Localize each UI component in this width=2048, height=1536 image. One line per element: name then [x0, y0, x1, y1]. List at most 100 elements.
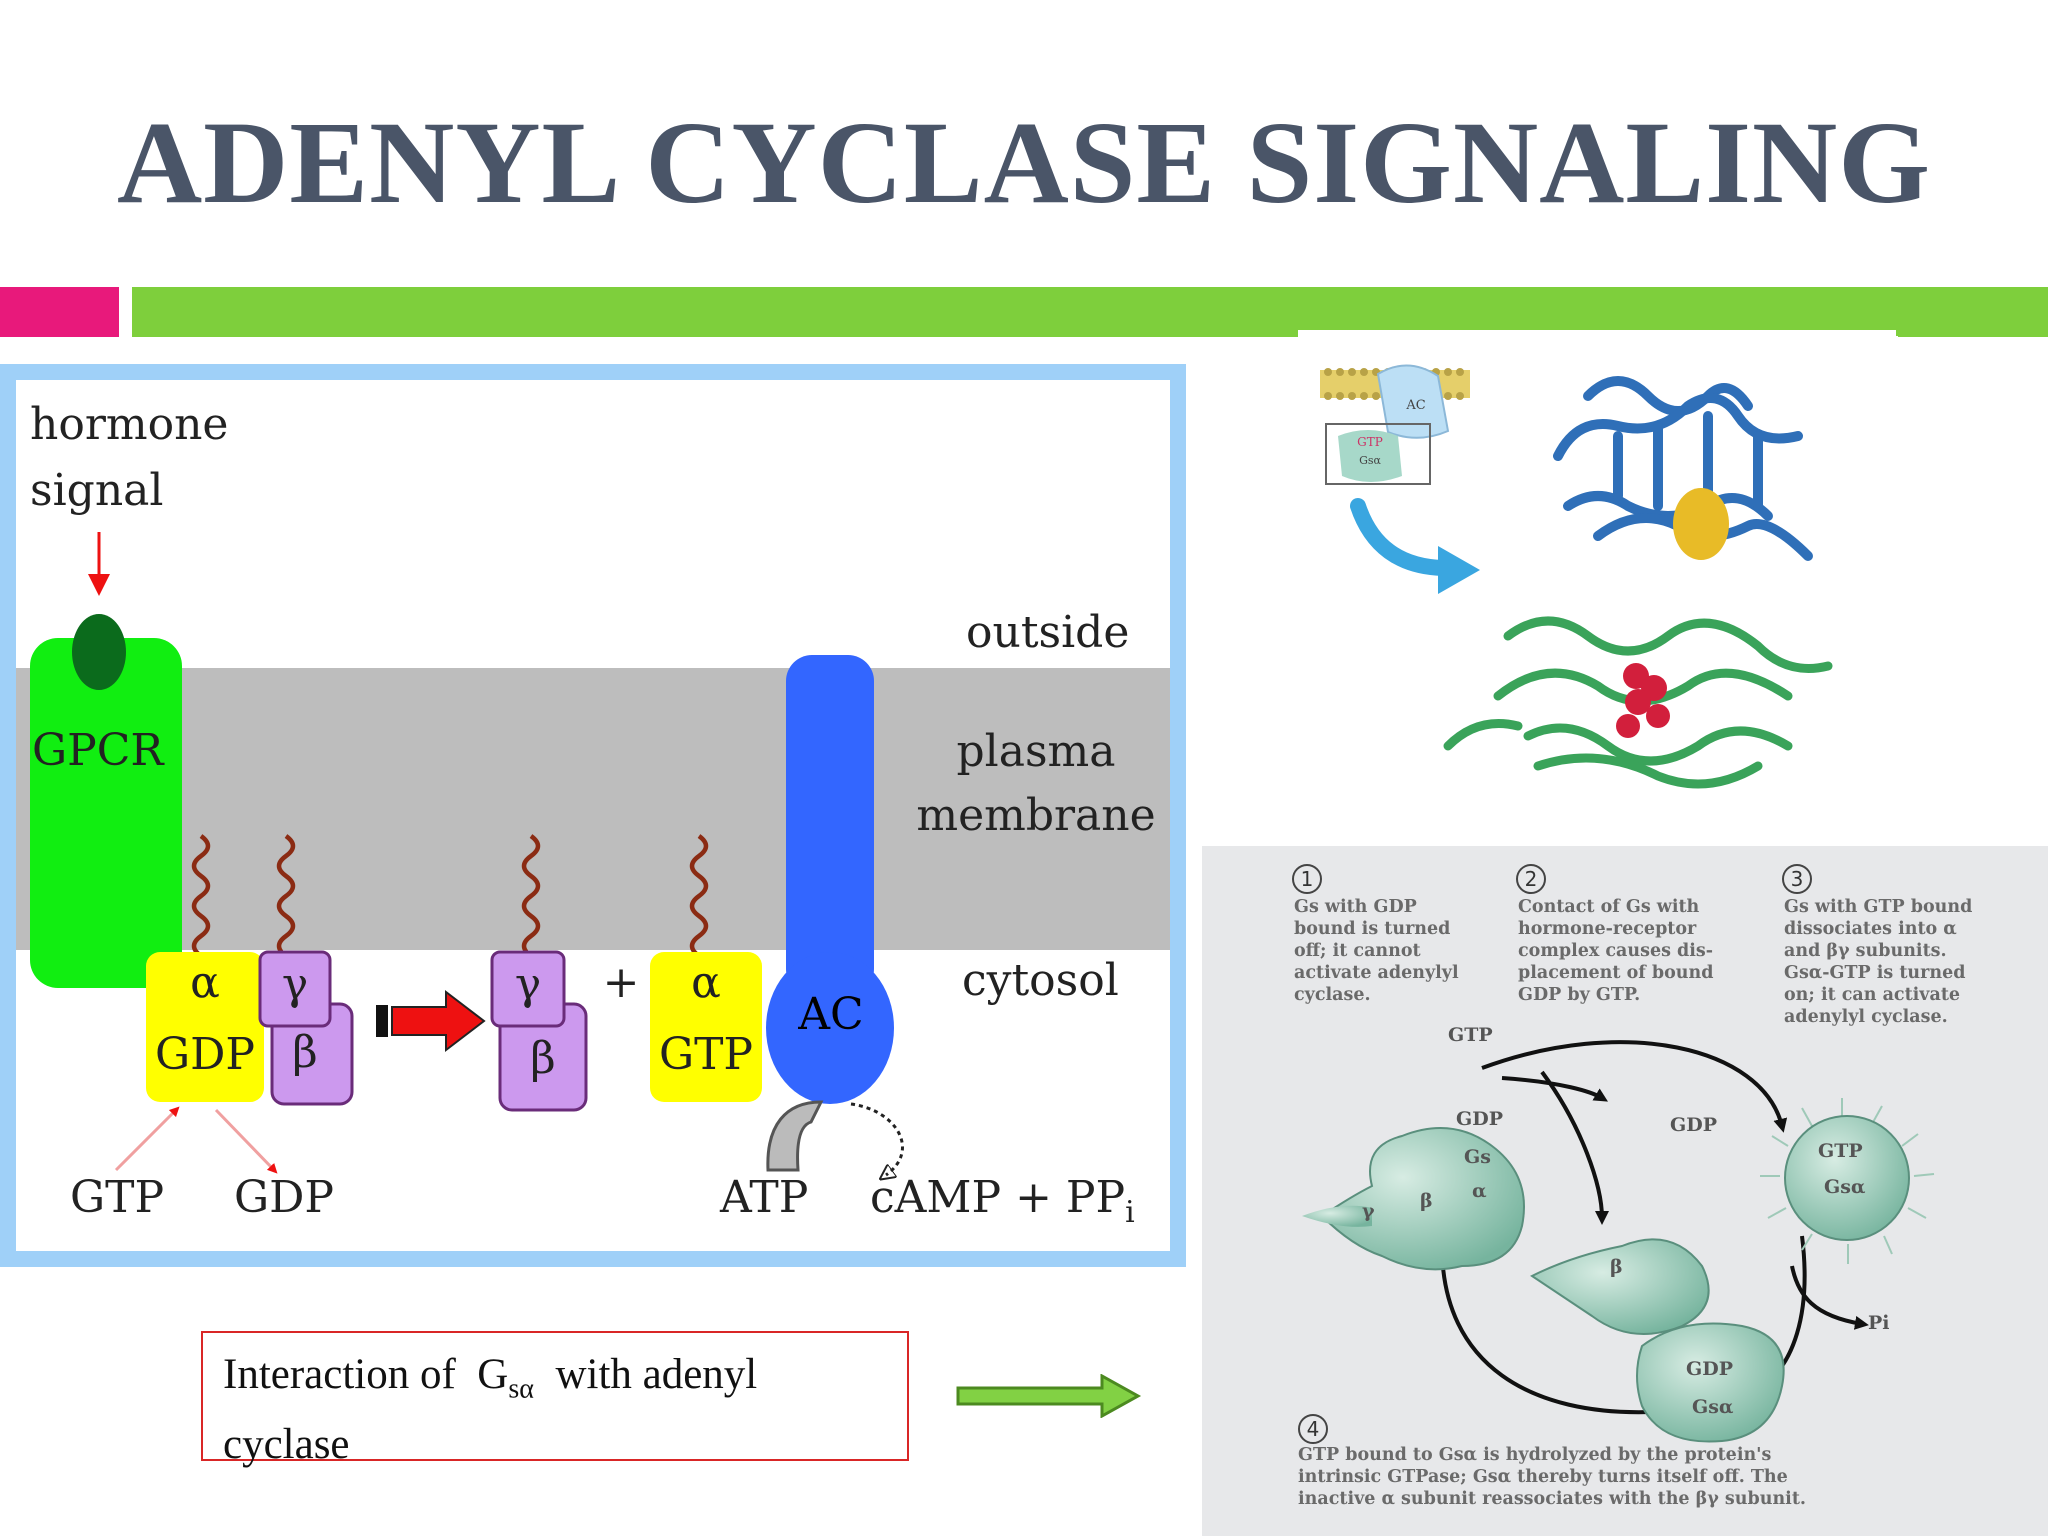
cycle-gdp-out-label: GDP [1670, 1114, 1717, 1136]
step3-line: dissociates into α [1784, 919, 1957, 939]
signaling-diagram-frame: hormone signal outside plasma membrane c… [0, 364, 1186, 1267]
hormone-label-line2: signal [30, 465, 164, 516]
g-protein-cycle-graphics [1302, 1040, 1935, 1443]
g-alpha-gdp-shape [146, 952, 264, 1102]
step3-line: adenylyl cyclase. [1784, 1007, 1948, 1027]
green-right-arrow-icon [956, 1374, 1142, 1418]
hormone-shape [72, 614, 126, 690]
camp-label: cAMP + PPi [870, 1172, 1135, 1230]
outside-label: outside [966, 607, 1130, 658]
cytosol-label: cytosol [962, 955, 1119, 1006]
plasma-membrane-band [16, 668, 1170, 950]
gtp-bottom-label: GTP [70, 1172, 165, 1223]
step4-number: 4 [1298, 1414, 1328, 1444]
adenylyl-cyclase-head [766, 952, 894, 1104]
gdp-bottom-label: GDP [234, 1172, 335, 1223]
step2-line: placement of bound [1518, 963, 1714, 983]
cycle-beta-left-label: β [1420, 1190, 1433, 1212]
gpcr-label: GPCR [32, 725, 164, 776]
cycle-gsa-right-label: Gsα [1824, 1176, 1866, 1198]
step3-number: 3 [1782, 864, 1812, 894]
step1-line: bound is turned [1294, 919, 1451, 939]
gtp-atoms [1616, 663, 1670, 738]
accent-bar-pink [0, 287, 119, 337]
hormone-signal-label: hormone signal [30, 392, 228, 524]
g-alpha-gtp-shape [650, 952, 762, 1102]
ac-label: AC [798, 989, 864, 1040]
step4-text: GTP bound to Gsα is hydrolyzed by the pr… [1298, 1444, 1806, 1510]
step1-text: Gs with GDP bound is turned off; it cann… [1294, 896, 1459, 1006]
beta-label-1: β [292, 1027, 318, 1078]
step3-line: Gsα-GTP is turned [1784, 963, 1966, 983]
alpha-label-2: α [691, 957, 721, 1008]
cycle-alpha-left-label: α [1472, 1180, 1487, 1202]
cycle-gdp-left-label: GDP [1456, 1108, 1503, 1130]
gpcr-shape [30, 638, 182, 988]
atp-arrow [766, 1100, 824, 1172]
inset-gtp-label: GTP [1357, 435, 1383, 449]
gtp-in-arrow [114, 1106, 180, 1172]
step3-line: and βγ subunits. [1784, 941, 1947, 961]
step3-line: Gs with GTP bound [1784, 897, 1973, 917]
step4-line: GTP bound to Gsα is hydrolyzed by the pr… [1298, 1445, 1772, 1465]
alpha-label-1: α [190, 957, 220, 1008]
step1-line: activate adenylyl [1294, 963, 1459, 983]
active-gsa-spikes [1760, 1098, 1935, 1264]
protein-structure-graphics: AC GTP Gsα [1320, 364, 1833, 789]
gtp-label-alpha: GTP [658, 1029, 754, 1080]
step1-number: 1 [1292, 864, 1322, 894]
gamma-label-1: γ [281, 959, 309, 1010]
adenylyl-cyclase-stalk [786, 655, 874, 995]
cycle-beta-mid-label: β [1610, 1256, 1623, 1278]
step2-text: Contact of Gs with hormone-receptor comp… [1518, 896, 1713, 1006]
caption-box: Interaction of Gsα with adenyl cyclase [201, 1331, 909, 1468]
step3-text: Gs with GTP bound dissociates into α and… [1784, 896, 1972, 1028]
step2-line: GDP by GTP. [1518, 985, 1641, 1005]
caption-text-pre: Interaction of G [223, 1351, 509, 1398]
lipid-anchors [191, 834, 709, 958]
protein-structure-panel: AC GTP Gsα [1298, 336, 1898, 826]
step1-line: Gs with GDP [1294, 897, 1417, 917]
cycle-gsa-bottom-label: Gsα [1692, 1396, 1734, 1418]
step2-line: complex causes dis- [1518, 941, 1714, 961]
gsa-ribbon [1443, 616, 1833, 789]
cycle-gtp-in-label: GTP [1448, 1024, 1493, 1046]
gdp-out-arrow [214, 1108, 278, 1174]
caption-text-post: with adenyl cyclase [223, 1351, 769, 1468]
beta-label-2: β [530, 1033, 556, 1084]
cycle-gdp-bottom-label: GDP [1686, 1358, 1733, 1380]
gamma-label-2: γ [514, 959, 542, 1010]
cycle-gtp-right-label: GTP [1818, 1140, 1863, 1162]
step4-line: inactive α subunit reassociates with the… [1298, 1489, 1807, 1509]
step4-line: intrinsic GTPase; Gsα thereby turns itse… [1298, 1467, 1788, 1487]
g-protein-cycle-panel: 1 Gs with GDP bound is turned off; it ca… [1202, 846, 2048, 1536]
hormone-label-line1: hormone [30, 399, 229, 450]
slide-title: ADENYL CYCLASE SIGNALING [116, 97, 1932, 228]
cycle-pi-label: Pi [1868, 1312, 1890, 1334]
signaling-diagram: hormone signal outside plasma membrane c… [16, 380, 1170, 1251]
membrane-label-line1: plasma [956, 726, 1116, 777]
camp-label-text: cAMP + PP [870, 1172, 1126, 1223]
inset-ac-label: AC [1405, 398, 1425, 413]
g-gamma-shape-1 [258, 950, 332, 1028]
cycle-gs-left-label: Gs [1464, 1146, 1491, 1168]
camp-label-sub: i [1125, 1194, 1135, 1230]
camp-arrow [850, 1102, 904, 1175]
inset-gsa-label: Gsα [1359, 454, 1381, 467]
step3-line: on; it can activate [1784, 985, 1961, 1005]
step2-number: 2 [1516, 864, 1546, 894]
g-gamma-shape-2 [490, 950, 566, 1028]
caption-subscript: sα [508, 1373, 534, 1405]
plasma-membrane-label: plasma membrane [916, 720, 1156, 848]
step1-line: cyclase. [1294, 985, 1371, 1005]
atp-label: ATP [720, 1172, 809, 1223]
accent-bar-green [132, 287, 2048, 337]
membrane-label-line2: membrane [916, 790, 1156, 841]
step2-line: hormone-receptor [1518, 919, 1697, 939]
cycle-gamma-left-label: γ [1362, 1200, 1375, 1222]
step2-line: Contact of Gs with [1518, 897, 1700, 917]
gdp-label-alpha: GDP [154, 1029, 256, 1080]
signaling-diagram-graphics [16, 532, 1170, 1251]
step1-line: off; it cannot [1294, 941, 1421, 961]
plus-label: + [602, 957, 640, 1008]
